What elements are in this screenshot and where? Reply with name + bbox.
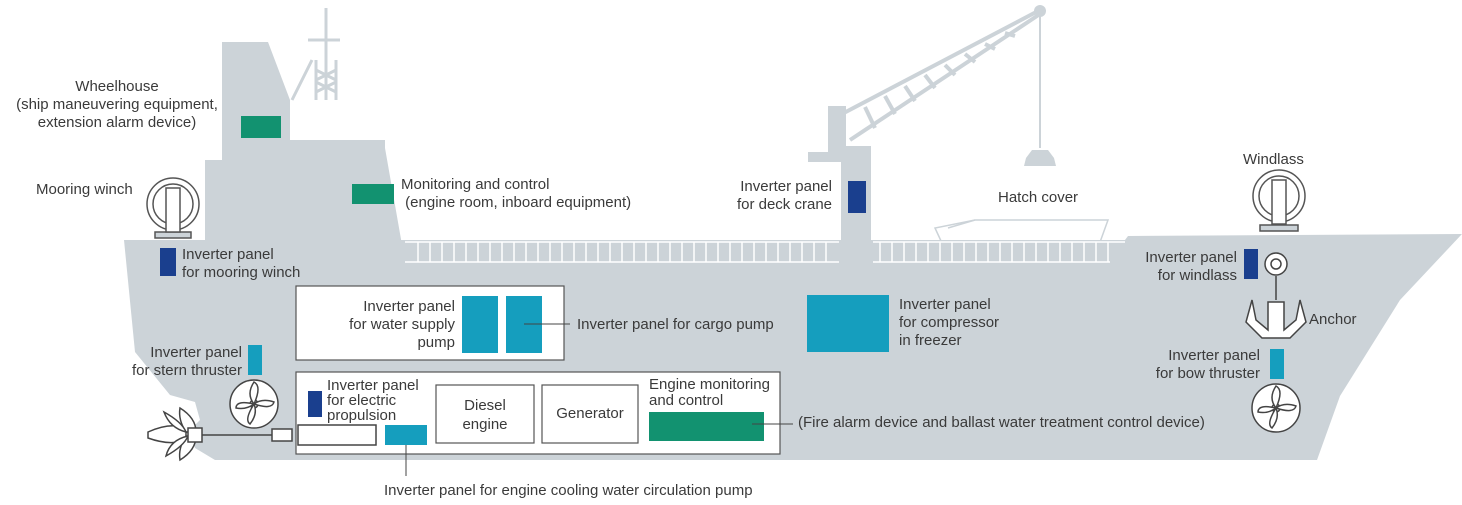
label-stern-thruster: Inverter panel for stern thruster bbox=[131, 344, 242, 379]
label-hatch-cover: Hatch cover bbox=[998, 189, 1079, 206]
monitoring-control-panel bbox=[352, 184, 394, 204]
label-cargo-pump: Inverter panel for cargo pump bbox=[577, 316, 774, 333]
label-bow-thruster: Inverter panel for bow thruster bbox=[1155, 347, 1260, 382]
leader-lines bbox=[405, 323, 793, 476]
label-generator: Generator bbox=[556, 405, 624, 422]
winch-drum-icon bbox=[1252, 169, 1306, 232]
mast bbox=[290, 8, 340, 101]
compressor-panel bbox=[807, 295, 889, 352]
propeller-icon bbox=[229, 379, 279, 429]
label-engine-monitoring: Engine monitoring and control bbox=[649, 376, 770, 409]
label-cooling-pump: Inverter panel for engine cooling water … bbox=[384, 482, 753, 499]
propeller-icon bbox=[1251, 383, 1301, 433]
engine-monitoring-panel bbox=[649, 412, 764, 441]
label-wheelhouse: Wheelhouse (ship maneuvering equipment, … bbox=[16, 78, 218, 131]
label-compressor: Inverter panel for compressor in freezer bbox=[899, 296, 1000, 349]
electric-propulsion-panel bbox=[308, 391, 322, 417]
superstructure bbox=[205, 42, 405, 262]
windlass-panel bbox=[1244, 249, 1258, 279]
cooling-pump-panel bbox=[385, 425, 427, 445]
winch-drum-icon bbox=[146, 177, 200, 239]
label-deck-crane: Inverter panel for deck crane bbox=[736, 178, 832, 213]
label-monitoring-control: Monitoring and control (engine room, inb… bbox=[401, 176, 632, 211]
diesel-engine-box bbox=[435, 384, 535, 444]
label-mooring-winch: Mooring winch bbox=[36, 181, 133, 198]
deck-crane bbox=[808, 5, 1056, 260]
label-windlass-panel: Inverter panel for windlass bbox=[1145, 249, 1237, 284]
label-anchor: Anchor bbox=[1309, 311, 1357, 328]
wheelhouse-panel bbox=[241, 116, 281, 138]
generator-box bbox=[541, 384, 639, 444]
water-supply-panel bbox=[462, 296, 498, 353]
deck-crane-panel bbox=[848, 181, 866, 213]
label-electric-propulsion: Inverter panel for electric propulsion bbox=[327, 377, 419, 424]
label-fire-alarm: (Fire alarm device and ballast water tre… bbox=[798, 414, 1205, 431]
label-water-supply: Inverter panel for water supply pump bbox=[349, 298, 455, 351]
mooring-winch-panel bbox=[160, 248, 176, 276]
hatch-cover bbox=[933, 219, 1110, 257]
crane-hook-icon bbox=[1024, 150, 1056, 166]
label-mooring-panel: Inverter panel for mooring winch bbox=[182, 246, 301, 281]
label-diesel-engine: Diesel engine bbox=[462, 397, 508, 433]
label-windlass: Windlass bbox=[1243, 151, 1304, 168]
stern-thruster-panel bbox=[248, 345, 262, 375]
bow-thruster-panel bbox=[1270, 349, 1284, 379]
anchor-icon bbox=[1245, 252, 1307, 339]
